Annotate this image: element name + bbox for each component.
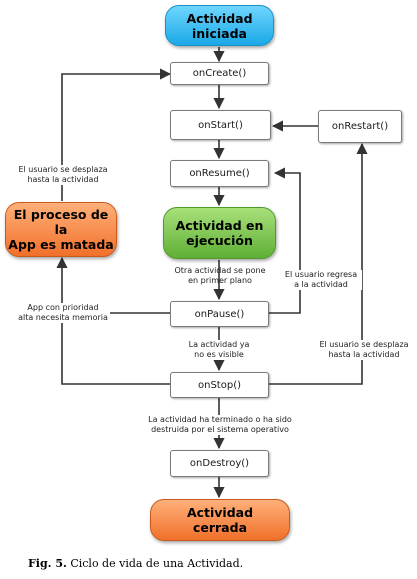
label-user-navigates-left: El usuario se desplaza hasta la activida…: [18, 165, 108, 185]
label-higher-priority-app: App con prioridad alta necesita memoria: [16, 303, 110, 323]
label-activity-finished: La actividad ha terminado o ha sido dest…: [130, 415, 310, 435]
label-user-returns: El usuario regresa a la actividad: [280, 270, 362, 290]
caption-text: Ciclo de vida de una Actividad.: [66, 557, 244, 570]
node-ondestroy: onDestroy(): [170, 450, 269, 477]
node-process-killed: El proceso de la App es matada: [5, 202, 117, 257]
node-onstop: onStop(): [170, 372, 269, 398]
node-onpause: onPause(): [170, 301, 269, 327]
arrow-pause-resume: [269, 167, 301, 314]
node-activity-started: Actividad iniciada: [165, 5, 274, 46]
node-onresume: onResume(): [170, 160, 269, 187]
node-activity-closed: Actividad cerrada: [150, 499, 290, 541]
label-other-activity-front: Otra actividad se pone en primer plano: [174, 266, 266, 285]
node-onstart: onStart(): [170, 110, 271, 140]
arrow-killed-create: [61, 68, 172, 201]
label-user-navigates-right: El usuario se desplaza hasta la activida…: [317, 340, 411, 360]
label-activity-not-visible: La actividad ya no es visible: [178, 340, 260, 360]
node-activity-running: Actividad en ejecución: [163, 207, 276, 259]
node-oncreate: onCreate(): [170, 62, 269, 85]
arrow-stop-killed: [56, 256, 170, 385]
figure-caption: Fig. 5. Ciclo de vida de una Actividad.: [28, 557, 243, 570]
arrow-stop-restart: [269, 142, 368, 385]
node-onrestart: onRestart(): [318, 110, 402, 143]
caption-prefix: Fig. 5.: [28, 557, 67, 570]
